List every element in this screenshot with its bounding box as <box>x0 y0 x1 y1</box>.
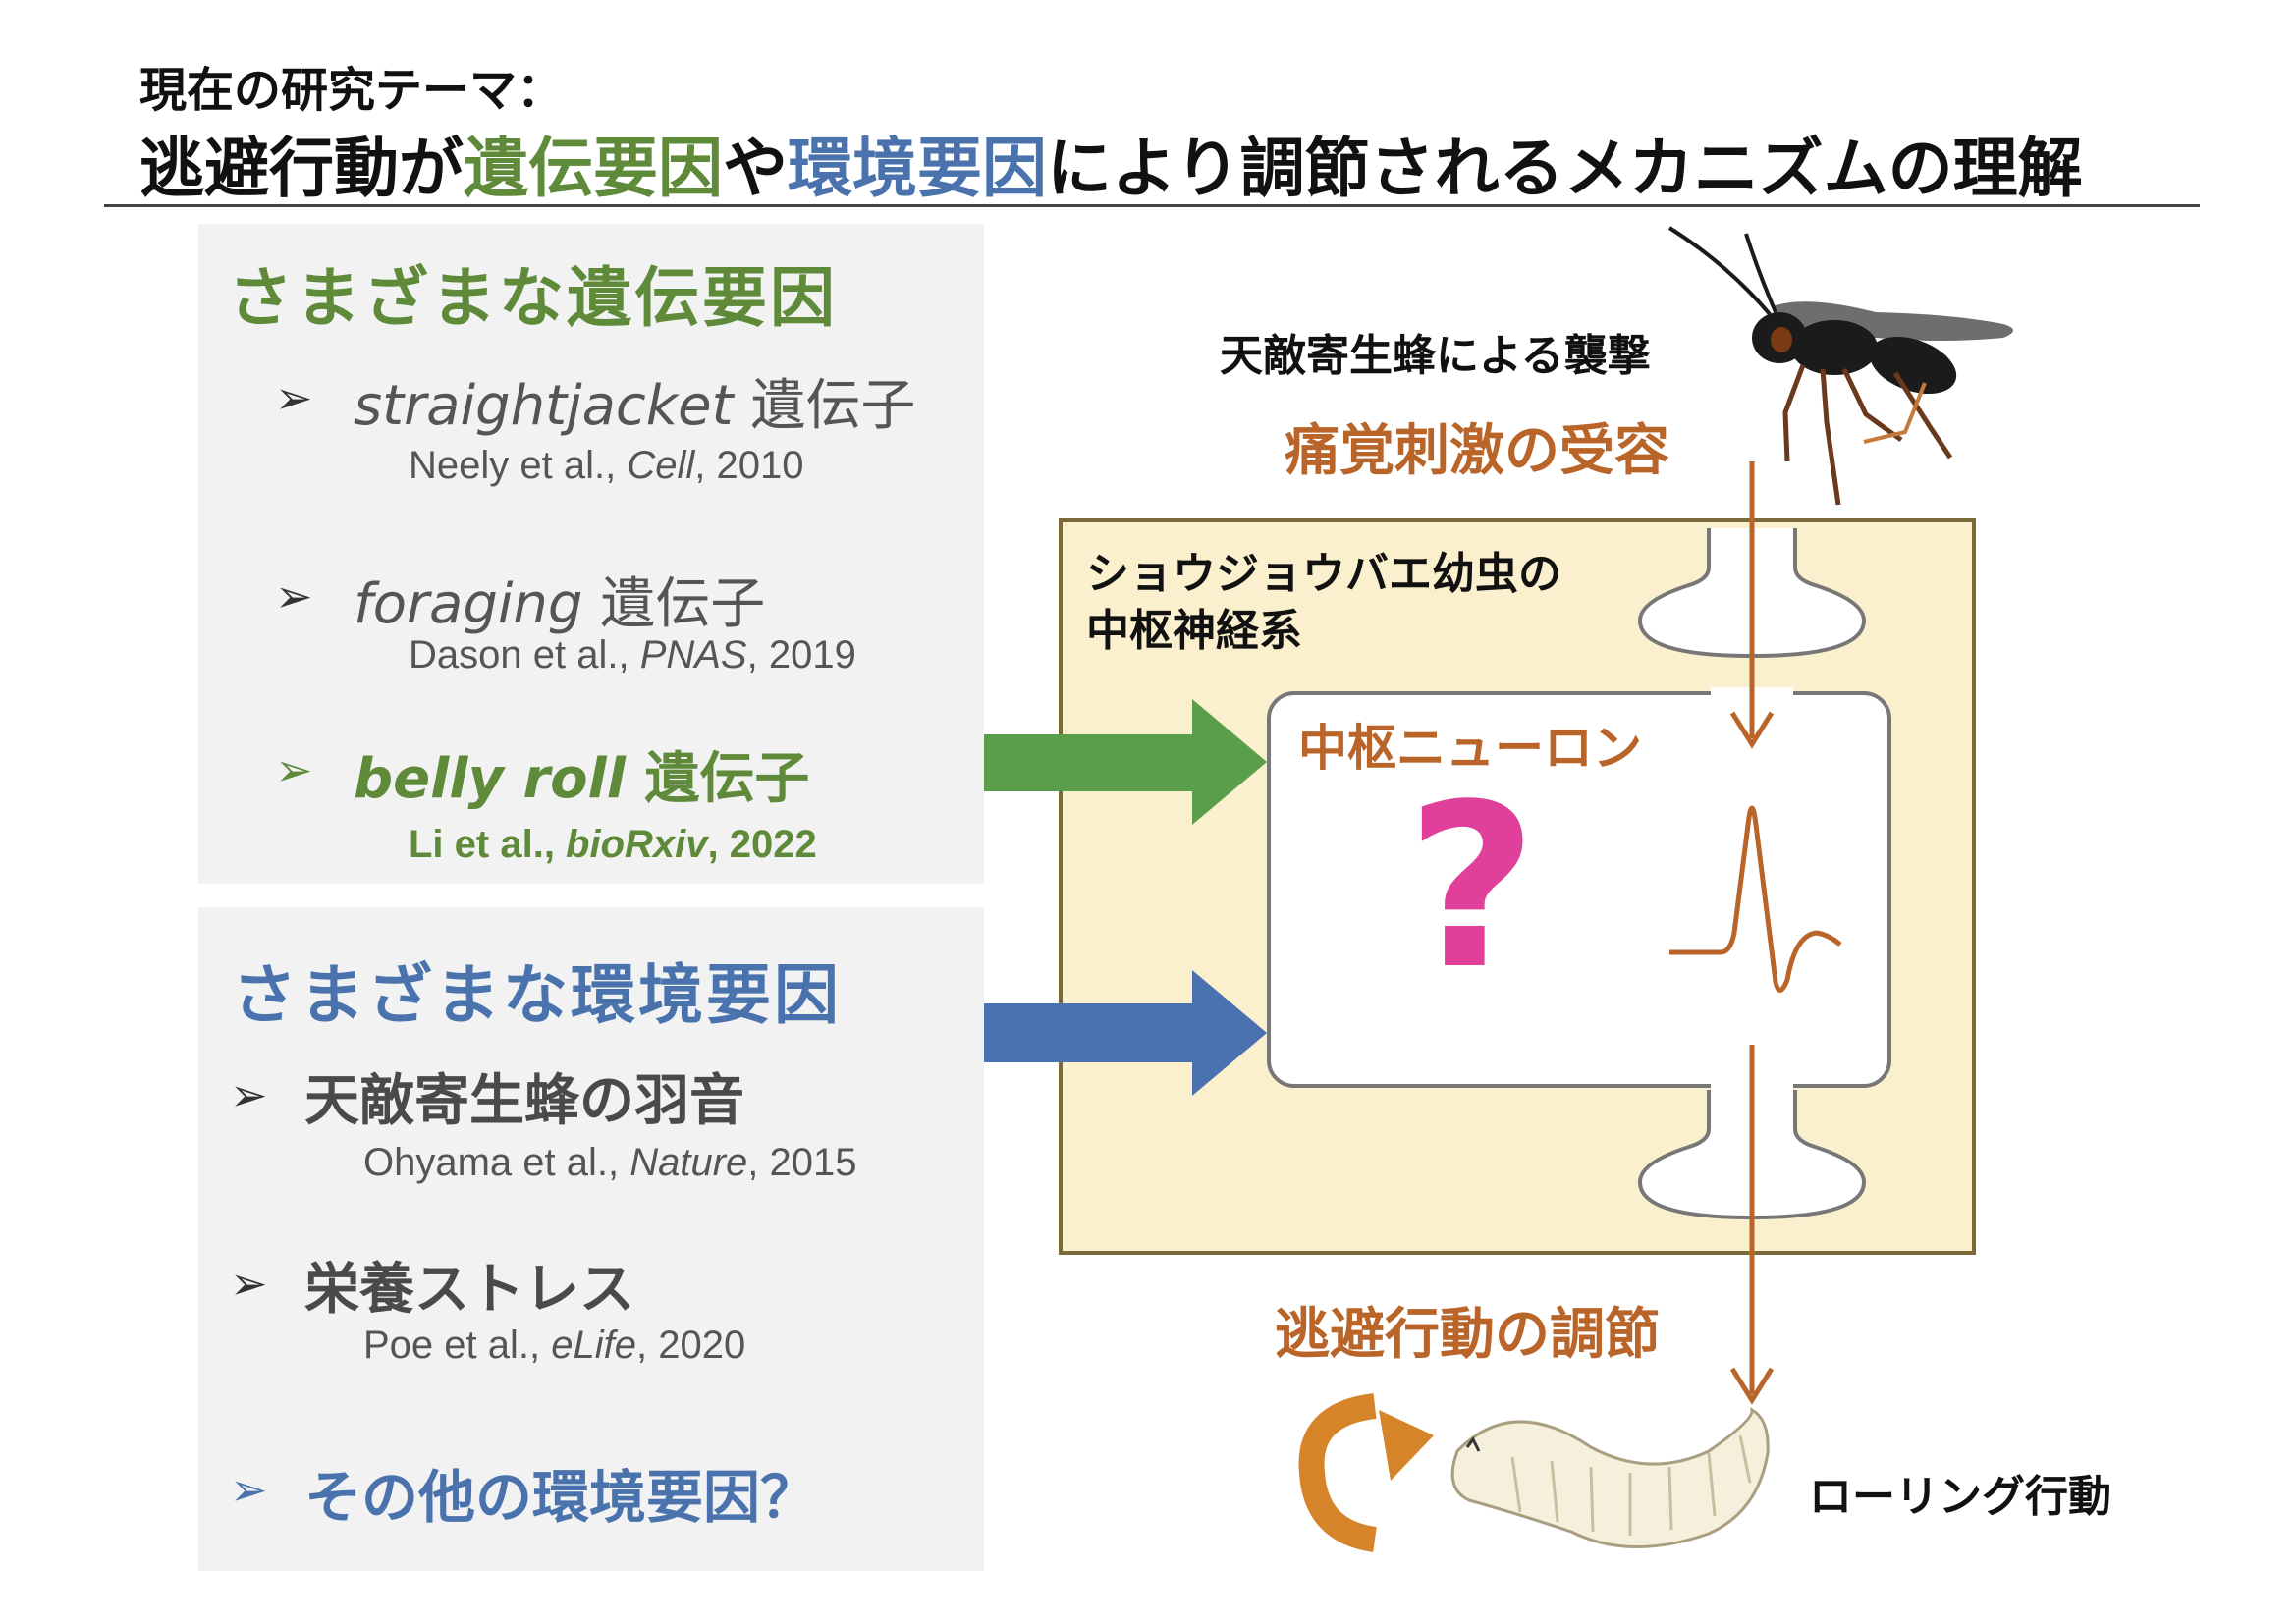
bullet-icon: ➢ <box>230 1068 268 1121</box>
env-item-other: その他の環境要因？ <box>304 1464 818 1531</box>
wasp-icon <box>1667 226 2013 506</box>
bullet-icon: ➢ <box>275 743 313 796</box>
gene-name: foraging <box>354 572 583 636</box>
ref-journal: bioRxiv <box>566 823 708 866</box>
ref-authors: Dason et al., <box>409 633 640 676</box>
rolling-label: ローリング行動 <box>1809 1472 2111 1522</box>
cns-label-line2: 中枢神経系 <box>1086 606 1302 656</box>
reference: Ohyama et al., Nature, 2015 <box>363 1141 857 1185</box>
modulation-label: 逃避行動の調節 <box>1275 1303 1660 1367</box>
title-subtitle: 現在の研究テーマ： <box>139 63 565 118</box>
reference: Poe et al., eLife, 2020 <box>363 1324 745 1368</box>
env-item-nutritional-stress: 栄養ストレス <box>304 1258 634 1322</box>
spike-waveform-icon <box>1669 805 1842 993</box>
title-part2: や <box>723 131 788 206</box>
genetic-arrow <box>984 699 1267 825</box>
title-divider <box>104 204 2200 207</box>
gene-name: straightjacket <box>354 374 734 438</box>
gene-item-foraging: foraging 遺伝子 <box>354 560 765 639</box>
neuron-label: 中枢ニューロン <box>1298 720 1642 777</box>
rolling-arrow-icon <box>1298 1393 1434 1552</box>
bullet-icon: ➢ <box>275 569 313 622</box>
question-mark: ? <box>1406 757 1538 1019</box>
ref-year: , 2010 <box>694 444 804 487</box>
stimulus-arrowhead <box>1729 711 1775 749</box>
title-part3: により調節されるメカニズムの理解 <box>1047 131 2083 206</box>
ref-journal: Cell <box>627 444 695 487</box>
environmental-heading: さまざまな環境要因 <box>232 957 842 1033</box>
title-genetic: 遺伝要因 <box>464 131 723 206</box>
title-part1: 逃避行動が <box>139 131 464 206</box>
title-env: 環境要因 <box>788 131 1047 206</box>
neuron-box <box>1267 691 1891 1088</box>
gene-suffix: 遺伝子 <box>625 747 810 811</box>
gene-suffix: 遺伝子 <box>733 374 916 438</box>
attack-label: 天敵寄生蜂による襲撃 <box>1220 331 1651 381</box>
env-item-wasp-sound: 天敵寄生蜂の羽音 <box>304 1069 744 1133</box>
genetic-heading: さまざまな遺伝要因 <box>228 260 838 336</box>
output-arrowhead <box>1729 1367 1775 1405</box>
reference: Li et al., bioRxiv, 2022 <box>409 823 817 867</box>
ref-journal: PNAS <box>639 633 747 676</box>
gene-name: belly roll <box>354 747 626 811</box>
ref-year: , 2020 <box>635 1324 746 1367</box>
environmental-factors-panel <box>198 907 984 1571</box>
environment-arrow <box>984 970 1267 1096</box>
ref-year: , 2022 <box>707 823 817 866</box>
ref-authors: Poe et al., <box>363 1324 552 1367</box>
genetic-factors-panel <box>198 224 984 884</box>
ref-authors: Ohyama et al., <box>363 1141 630 1184</box>
ref-authors: Neely et al., <box>409 444 628 487</box>
page-title: 逃避行動が遺伝要因や環境要因により調節されるメカニズムの理解 <box>139 116 2083 210</box>
reference: Neely et al., Cell, 2010 <box>409 444 803 488</box>
gene-suffix: 遺伝子 <box>582 572 766 636</box>
ref-journal: Nature <box>629 1141 748 1184</box>
gene-item-belly-roll: belly roll 遺伝子 <box>354 734 809 814</box>
cns-label-line1: ショウジョウバエ幼虫の <box>1086 549 1561 599</box>
bullet-icon: ➢ <box>230 1257 268 1310</box>
ref-year: , 2015 <box>747 1141 857 1184</box>
reference: Dason et al., PNAS, 2019 <box>409 633 856 677</box>
ref-authors: Li et al., <box>409 823 567 866</box>
gene-item-straightjacket: straightjacket 遺伝子 <box>354 361 915 441</box>
ref-journal: eLife <box>551 1324 636 1367</box>
nociception-label: 痛覚刺激の受容 <box>1285 419 1669 483</box>
ref-year: , 2019 <box>746 633 856 676</box>
bullet-icon: ➢ <box>275 371 313 424</box>
bullet-icon: ➢ <box>230 1463 268 1516</box>
larva-icon <box>1450 1407 1770 1548</box>
